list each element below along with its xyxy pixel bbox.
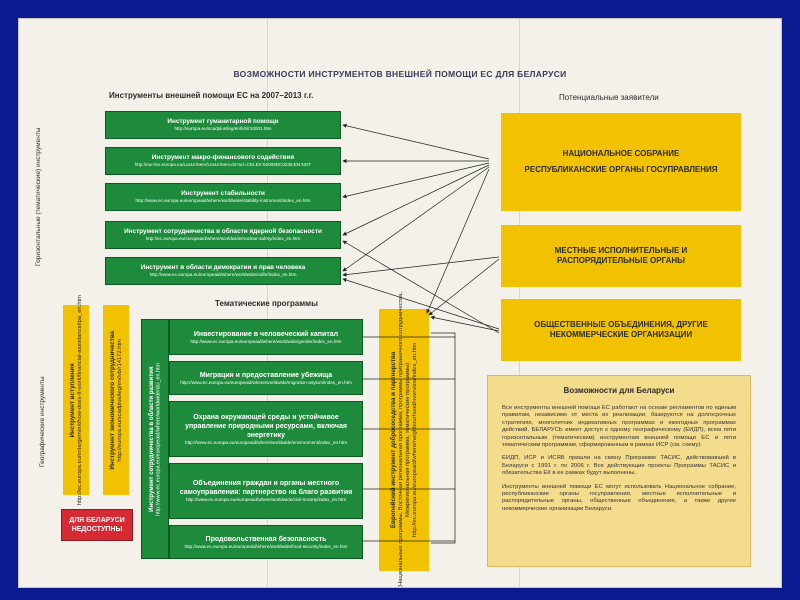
thematic-title: Продовольственная безопасность: [205, 535, 327, 543]
slide: ВОЗМОЖНОСТИ ИНСТРУМЕНТОВ ВНЕШНЕЙ ПОМОЩИ …: [18, 18, 782, 588]
opportunities-panel: Возможности для Беларуси Все инструменты…: [487, 375, 751, 567]
instrument-title: Инструмент стабильности: [181, 190, 265, 197]
arrow-line: [342, 278, 500, 330]
instrument-stability: Инструмент стабильности http://www.ec.eu…: [105, 183, 341, 211]
thematic-title: Охрана окружающей среды и устойчивое упр…: [185, 413, 347, 439]
thematic-url[interactable]: http://www.ec.europa.eu/europeaid/where/…: [185, 439, 347, 445]
instrument-title: Инструмент в области демократии и прав ч…: [140, 264, 306, 271]
thematic-url[interactable]: http://www.ec.europa.eu/europeaid/where/…: [190, 338, 342, 344]
instrument-title: Инструмент сотрудничества в области ядер…: [124, 228, 322, 235]
geo-instrument-economic-cooperation: Инструмент экономического сотрудничества…: [103, 305, 129, 495]
applicant-line: ОБЩЕСТВЕННЫЕ ОБЪЕДИНЕНИЯ, ДРУГИЕ НЕКОММЕ…: [534, 320, 708, 339]
arrow-line: [342, 256, 500, 277]
thematic-url[interactable]: http://www.ec.europa.eu/europeaid/where/…: [185, 497, 347, 502]
thematic-environment: Охрана окружающей среды и устойчивое упр…: [169, 401, 363, 457]
arrow-line: [428, 258, 500, 316]
applicant-local-authorities: МЕСТНЫЕ ИСПОЛНИТЕЛЬНЫЕ И РАСПОРЯДИТЕЛЬНЫ…: [501, 225, 741, 287]
bracket-line: [431, 332, 456, 544]
applicant-line: НАЦИОНАЛЬНОЕ СОБРАНИЕ: [562, 149, 680, 158]
geo-instrument-development-cooperation: Инструмент сотрудничества в области разв…: [141, 319, 169, 559]
applicant-line: МЕСТНЫЕ ИСПОЛНИТЕЛЬНЫЕ И РАСПОРЯДИТЕЛЬНЫ…: [554, 246, 688, 265]
arrow-line: [342, 166, 490, 272]
instrument-url[interactable]: http://europa.eu/scadplus/leg/en/lvb/r10…: [174, 126, 272, 131]
applicant-national-assembly: НАЦИОНАЛЬНОЕ СОБРАНИЕ РЕСПУБЛИКАНСКИЕ ОР…: [501, 113, 741, 211]
arrow-line: [342, 123, 490, 160]
applicant-public-associations: ОБЩЕСТВЕННЫЕ ОБЪЕДИНЕНИЯ, ДРУГИЕ НЕКОММЕ…: [501, 299, 741, 361]
opportunities-paragraph: Инструменты внешней помощи ЕС могут испо…: [502, 483, 736, 512]
thematic-title: Инвестирование в человеческий капитал: [193, 330, 339, 338]
page-title: ВОЗМОЖНОСТИ ИНСТРУМЕНТОВ ВНЕШНЕЙ ПОМОЩИ …: [233, 69, 567, 79]
geo-instrument-enpi: Европейский инструмент добрососедства и …: [379, 292, 429, 587]
opportunities-title: Возможности для Беларуси: [563, 386, 675, 395]
thematic-title: Объединения граждан и органы местного са…: [179, 480, 353, 496]
instrument-nuclear-safety: Инструмент сотрудничества в области ядер…: [105, 221, 341, 249]
connector-lines: [342, 123, 500, 544]
instrument-macro-financial: Инструмент макро-финансового содействия …: [105, 147, 341, 175]
instrument-title: Инструмент макро-финансового содействия: [151, 154, 295, 161]
applicants-header: Потенциальные заявители: [559, 93, 659, 102]
opportunities-paragraph: Все инструменты внешней помощи ЕС работа…: [502, 405, 736, 449]
arrow-line: [342, 162, 490, 199]
thematic-migration: Миграция и предоставление убежища http:/…: [169, 361, 363, 395]
arrow-line: [342, 240, 500, 334]
instrument-url[interactable]: http://ec.europa.eu/europeaid/where/worl…: [145, 236, 301, 241]
arrow-line: [426, 168, 490, 314]
thematic-header: Тематические программы: [215, 299, 318, 308]
instrument-democracy-human-rights: Инструмент в области демократии и прав ч…: [105, 257, 341, 285]
thematic-civil-society: Объединения граждан и органы местного са…: [169, 463, 363, 519]
arrow-line: [342, 164, 490, 236]
instrument-url[interactable]: http://eur-lex.europa.eu/LexUriServ/LexU…: [134, 162, 312, 167]
instrument-title: Инструмент гуманитарной помощи: [167, 118, 279, 125]
arrow-line: [430, 315, 500, 332]
instrument-url[interactable]: http://www.ec.europa.eu/europeaid/where/…: [149, 272, 297, 277]
thematic-food-security: Продовольственная безопасность http://ww…: [169, 525, 363, 559]
opportunities-paragraph: ЕИДП, ИСР и ИСЯБ пришли на смену Програм…: [502, 455, 736, 477]
instrument-url[interactable]: http://www.ec.europa.eu/europeaid/where/…: [135, 198, 311, 203]
thematic-url[interactable]: http://www.ec.europa.eu/europeaid/where/…: [184, 543, 348, 549]
thematic-human-capital: Инвестирование в человеческий капитал ht…: [169, 319, 363, 355]
thematic-url[interactable]: http://www.ec.europa.eu/europeaid/where/…: [180, 379, 352, 385]
applicant-line: РЕСПУБЛИКАНСКИЕ ОРГАНЫ ГОСУПРАВЛЕНИЯ: [524, 165, 718, 174]
not-available-badge: ДЛЯ БЕЛАРУСИ НЕДОСТУПНЫ: [61, 509, 133, 541]
not-available-label: ДЛЯ БЕЛАРУСИ НЕДОСТУПНЫ: [69, 517, 125, 533]
instruments-header: Инструменты внешней помощи ЕС на 2007–20…: [109, 91, 314, 100]
instrument-humanitarian: Инструмент гуманитарной помощи http://eu…: [105, 111, 341, 139]
thematic-title: Миграция и предоставление убежища: [199, 371, 333, 379]
fold-line: [267, 19, 268, 587]
